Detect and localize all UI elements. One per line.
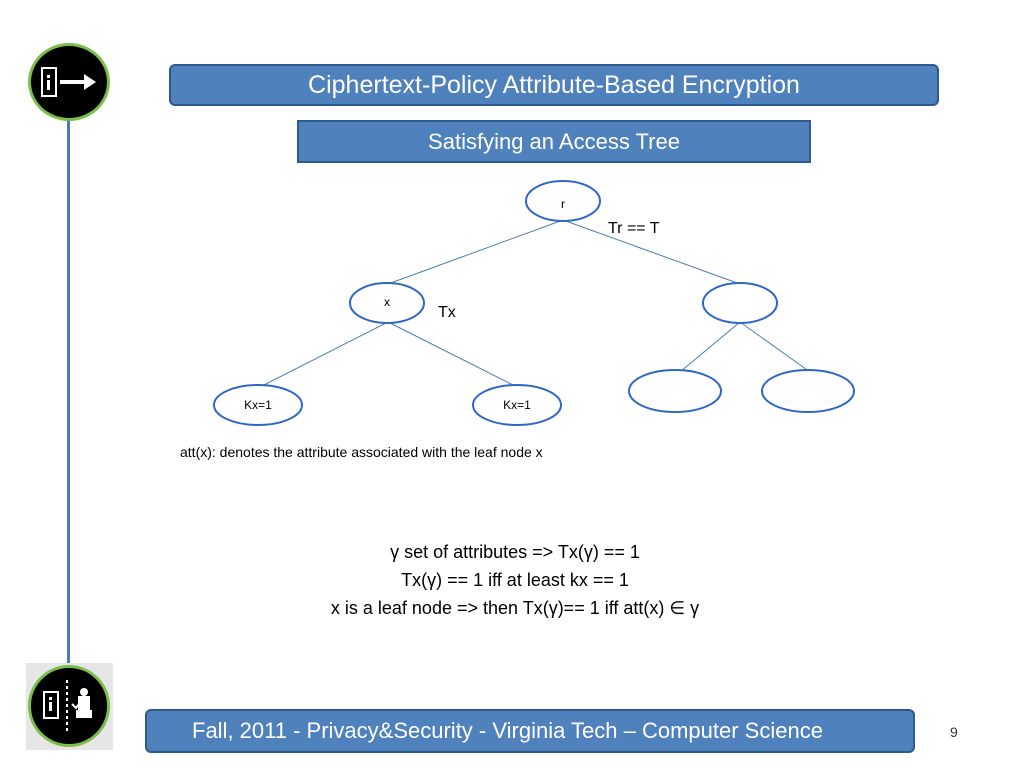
leaf-right-node [472,384,562,426]
root-node [525,180,601,222]
statement-line: Tx(γ) == 1 iff at least kx == 1 [401,570,629,590]
x-node [349,282,425,324]
left-vertical-line [67,120,70,665]
root-subtree-label: Tr == T [608,220,660,237]
edge-x-rightleaf [387,321,518,388]
statement-line: x is a leaf node => then Tx(γ)== 1 iff a… [330,598,700,618]
right-inner-node [702,282,778,324]
door-person-icon [28,665,110,747]
leaf-left-label: Kx=1 [244,398,272,412]
edge-right-leftchild [679,321,741,373]
edge-right-rightchild [739,321,811,373]
exit-door-arrow-icon [28,43,110,121]
root-node-label: r [561,197,565,211]
edge-root-x [387,219,564,285]
right-leaf-b-node [761,369,855,413]
leaf-left-node [213,384,303,426]
x-subtree-label: Tx [438,304,456,321]
footer-text: Fall, 2011 - Privacy&Security - Virginia… [192,718,823,743]
footer-banner: Fall, 2011 - Privacy&Security - Virginia… [145,709,915,753]
x-node-label: x [384,295,390,309]
slide-subtitle: Satisfying an Access Tree [297,120,811,163]
attribute-description: att(x): denotes the attribute associated… [180,444,543,460]
slide-title: Ciphertext-Policy Attribute-Based Encryp… [169,64,939,106]
statement-line: γ set of attributes => Tx(γ) == 1 [390,542,640,562]
edge-x-leftleaf [259,321,389,388]
statements-block: γ set of attributes => Tx(γ) == 1 Tx(γ) … [250,538,780,622]
edge-root-right [562,219,741,285]
right-leaf-a-node [628,369,722,413]
page-number: 9 [950,724,958,740]
leaf-right-label: Kx=1 [503,398,531,412]
